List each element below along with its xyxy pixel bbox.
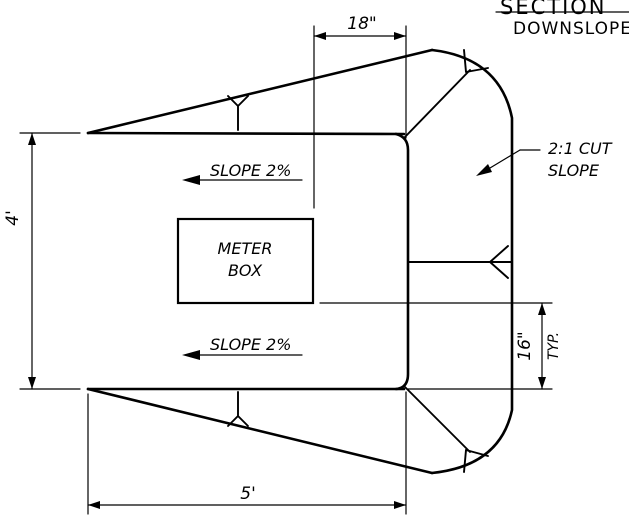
leader-arrowhead bbox=[476, 164, 492, 176]
slope-label-top: SLOPE 2% bbox=[210, 161, 291, 180]
dimension-bottom: 5' bbox=[87, 391, 407, 515]
dim-arrow-left-bottom bbox=[28, 377, 36, 389]
header-title: SECTION bbox=[500, 0, 607, 19]
leader-line bbox=[489, 149, 521, 169]
outer-rounded-edge bbox=[430, 48, 514, 475]
dim-arrow-bottom-right bbox=[394, 501, 406, 509]
dim-arrow-top-right bbox=[394, 32, 406, 40]
slope-marker-upper bbox=[227, 95, 249, 131]
slope-label-bottom: SLOPE 2% bbox=[210, 335, 291, 354]
header-subtitle: DOWNSLOPE bbox=[513, 19, 629, 39]
dim-label-bottom: 5' bbox=[240, 484, 256, 504]
dim-note-right: TYP. bbox=[546, 332, 562, 360]
dimension-left: 4' bbox=[3, 132, 81, 390]
slope-marker-bottom-corner bbox=[463, 449, 489, 473]
cut-slope-callout: 2:1 CUT SLOPE bbox=[476, 139, 613, 180]
meter-box-label-1: METER bbox=[218, 239, 273, 258]
dimension-right: 16" TYP. bbox=[319, 302, 562, 390]
upper-slope-edge bbox=[86, 48, 434, 135]
meter-box-rect bbox=[176, 217, 315, 305]
lower-slope-edge bbox=[86, 387, 434, 475]
dim-arrow-top-left bbox=[314, 32, 326, 40]
header-block: SECTION DOWNSLOPE bbox=[495, 0, 629, 39]
dim-arrow-right-bottom bbox=[538, 377, 546, 389]
dim-arrow-left-top bbox=[28, 133, 36, 145]
arrowhead-top bbox=[182, 175, 200, 185]
dim-label-right: 16" bbox=[515, 331, 535, 360]
slope-arrow-top: SLOPE 2% bbox=[182, 161, 303, 185]
meter-box-label-2: BOX bbox=[228, 261, 263, 280]
dim-label-top: 18" bbox=[347, 14, 376, 34]
corner-diag-bottom bbox=[403, 385, 471, 453]
pad-outline bbox=[86, 48, 514, 475]
dim-arrow-bottom-left bbox=[88, 501, 100, 509]
slope-markers bbox=[227, 49, 509, 473]
meter-box: METER BOX bbox=[176, 217, 315, 305]
cut-slope-label-2: SLOPE bbox=[548, 161, 600, 180]
slope-marker-lower bbox=[227, 391, 249, 427]
dim-label-left: 4' bbox=[3, 210, 23, 226]
inner-right-edge bbox=[394, 132, 410, 391]
dim-arrow-right-top bbox=[538, 303, 546, 315]
dimension-top: 18" bbox=[313, 14, 407, 209]
arrowhead-bottom bbox=[182, 350, 200, 360]
cut-slope-label-1: 2:1 CUT bbox=[548, 139, 613, 158]
slope-arrow-bottom: SLOPE 2% bbox=[182, 335, 303, 360]
corner-diag-top bbox=[403, 69, 471, 139]
slope-marker-right bbox=[489, 245, 509, 279]
upper-inner-edge bbox=[86, 131, 406, 136]
slope-marker-top-corner bbox=[463, 49, 489, 73]
